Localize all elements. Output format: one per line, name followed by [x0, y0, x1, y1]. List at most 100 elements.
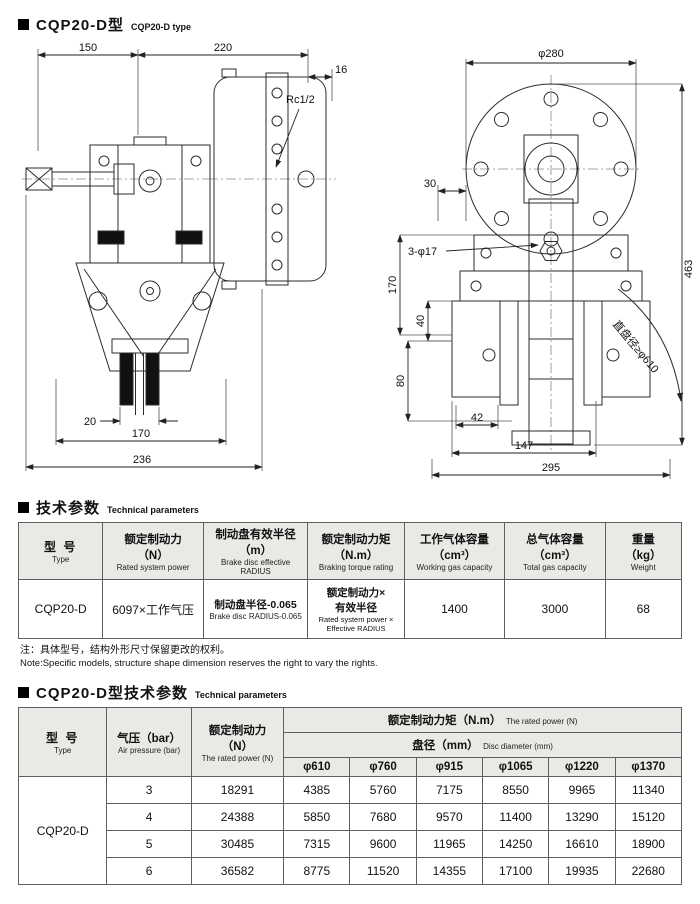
technical-drawings: 150 220 16 Rc1/2 20 170 236: [22, 42, 695, 479]
col-header-d610: φ610: [283, 757, 351, 778]
header-en: Type: [54, 746, 72, 756]
hex-nut: [539, 241, 563, 261]
header-cn: 盘径（mm）: [412, 740, 479, 753]
header-en: Braking torque rating: [318, 562, 394, 572]
dim-295-label: 295: [542, 462, 560, 474]
torque-value-cell: 13290: [548, 803, 616, 832]
table-row: 4 24388 5850 7680 9570 11400 13290 15120: [19, 803, 683, 832]
header-en: Working gas capacity: [416, 562, 493, 572]
col-header-d1220: φ1220: [548, 757, 616, 778]
rated-force-cell: 36582: [190, 857, 285, 886]
col-header-d760: φ760: [349, 757, 417, 778]
shaft: [25, 163, 135, 195]
section2-title: CQP20-D型技术参数 Technical parameters: [18, 682, 682, 703]
torque-value-cell: 5760: [349, 776, 417, 805]
table-header-row: 型 号 Type 额定制动力 （N） Rated system power 制动…: [17, 522, 683, 580]
torque-value-cell: 15120: [614, 803, 683, 832]
table-row: 6 36582 8775 11520 14355 17100 19935 226…: [19, 857, 683, 886]
weight-cell: 68: [604, 579, 683, 639]
mounting-bracket: [89, 136, 211, 264]
rated-force-cell: 6097×工作气压: [102, 579, 204, 639]
dim-220-label: 220: [214, 42, 232, 54]
dim-150-label: 150: [79, 42, 97, 54]
header-cn: 重量: [631, 533, 655, 546]
brake-pad-right: [145, 352, 160, 406]
section2-title-cn: CQP20-D型技术参数: [36, 685, 189, 703]
extension-lines-80: [408, 340, 512, 422]
bolt-holes: [473, 91, 629, 247]
dim-170-label: 170: [132, 428, 150, 440]
header-cn2: （m）: [238, 545, 273, 557]
header-cn: 总气体容量: [526, 533, 584, 546]
rated-force-cell: 30485: [190, 830, 285, 859]
col-header-disc-group: 盘径（mm） Disc diameter (mm): [283, 732, 682, 759]
brake-assembly: [451, 198, 651, 446]
holes-label: 3-φ17: [408, 246, 437, 258]
bullet-square-icon: [18, 687, 29, 699]
torque-value-cell: 8550: [481, 776, 550, 805]
bullet-square-icon: [18, 19, 29, 30]
header-en: Disc diameter (mm): [483, 742, 553, 752]
table-header-row: 盘径（mm） Disc diameter (mm): [19, 732, 682, 759]
seal-block-left: [97, 230, 125, 245]
torque-value-cell: 16610: [548, 830, 616, 859]
extension-lines-30: [437, 185, 467, 221]
pressure-cell: 5: [106, 830, 192, 859]
torque-value-cell: 8775: [283, 857, 351, 886]
seal-block-right: [175, 230, 203, 245]
dim-40-label: 40: [415, 315, 427, 327]
model-cell: CQP20-D: [17, 776, 108, 886]
dim-236-label: 236: [133, 454, 151, 466]
dim-20-label: 20: [84, 416, 96, 428]
torque-value-cell: 17100: [481, 857, 550, 886]
extension-lines-463: [556, 83, 682, 446]
header-en: Rated system power: [116, 562, 190, 572]
rc-half-label: Rc1/2: [286, 94, 315, 106]
col-header-radius: 制动盘有效半径 （m） Brake disc effective RADIUS: [202, 522, 309, 580]
extension-lines-bottom: [431, 401, 671, 479]
radius-cell: 制动盘半径-0.065 Brake disc RADIUS-0.065: [202, 579, 309, 639]
header-cn2: （N.m）: [333, 549, 379, 562]
col-header-pressure: 气压（bar） Air pressure (bar): [106, 707, 192, 778]
col-header-d915: φ915: [415, 757, 484, 778]
header-en: The rated power (N): [505, 717, 578, 727]
header-cn: 工作气体容量: [419, 533, 489, 546]
table-header-row: 型 号 Type 气压（bar） Air pressure (bar) 额定制动…: [17, 707, 682, 778]
header-en: Total gas capacity: [523, 562, 587, 572]
section1-title-cn: 技术参数: [36, 500, 101, 517]
disc-face-circle: [465, 83, 637, 255]
section1-title-en: Technical parameters: [107, 504, 199, 515]
torque-en1: Rated system power ×: [318, 615, 394, 624]
pressure-cell: 3: [106, 776, 192, 805]
table-row: CQP20-D 3 18291 4385 5760 7175 8550 9965…: [17, 776, 683, 886]
col-header-d1065: φ1065: [481, 757, 550, 778]
col-header-model: 型 号 Type: [17, 707, 108, 778]
extension-lines: [465, 59, 637, 165]
torque-cell: 额定制动力× 有效半径 Rated system power × Effecti…: [307, 579, 405, 639]
total-gas-cell: 3000: [504, 579, 606, 639]
header-cn2: （N）: [137, 549, 169, 562]
torque-value-cell: 7680: [349, 803, 417, 832]
header-en: Air pressure (bar): [117, 745, 181, 755]
header-cn2: （N）: [221, 740, 254, 753]
model-parameters-table: 型 号 Type 气压（bar） Air pressure (bar) 额定制动…: [17, 707, 683, 886]
col-header-working-gas: 工作气体容量 （cm³） Working gas capacity: [403, 522, 506, 580]
table-row: 5 30485 7315 9600 11965 14250 16610 1890…: [19, 830, 683, 859]
header-cn2: （kg）: [625, 549, 662, 562]
table-row: CQP20-D 6097×工作气压 制动盘半径-0.065 Brake disc…: [17, 579, 683, 639]
col-header-d1370: φ1370: [614, 757, 683, 778]
note: 注：具体型号，结构外形尺寸保留更改的权利。 Note:Specific mode…: [20, 644, 680, 670]
col-header-weight: 重量 （kg） Weight: [604, 522, 683, 580]
caliper-frame: [75, 262, 225, 415]
torque-value-cell: 19935: [548, 857, 616, 886]
torque-value-cell: 9570: [415, 803, 484, 832]
radius-en: Brake disc RADIUS-0.065: [209, 612, 302, 621]
technical-parameters-table: 型 号 Type 额定制动力 （N） Rated system power 制动…: [17, 522, 683, 639]
torque-cn1: 额定制动力×: [326, 587, 386, 599]
header-cn: 型 号: [46, 731, 80, 746]
note-en: Note:Specific models, structure shape di…: [20, 657, 378, 669]
dim-80-label: 80: [395, 375, 407, 387]
torque-value-cell: 4385: [283, 776, 351, 805]
front-view: 150 220 16 Rc1/2 20 170 236: [22, 42, 347, 471]
